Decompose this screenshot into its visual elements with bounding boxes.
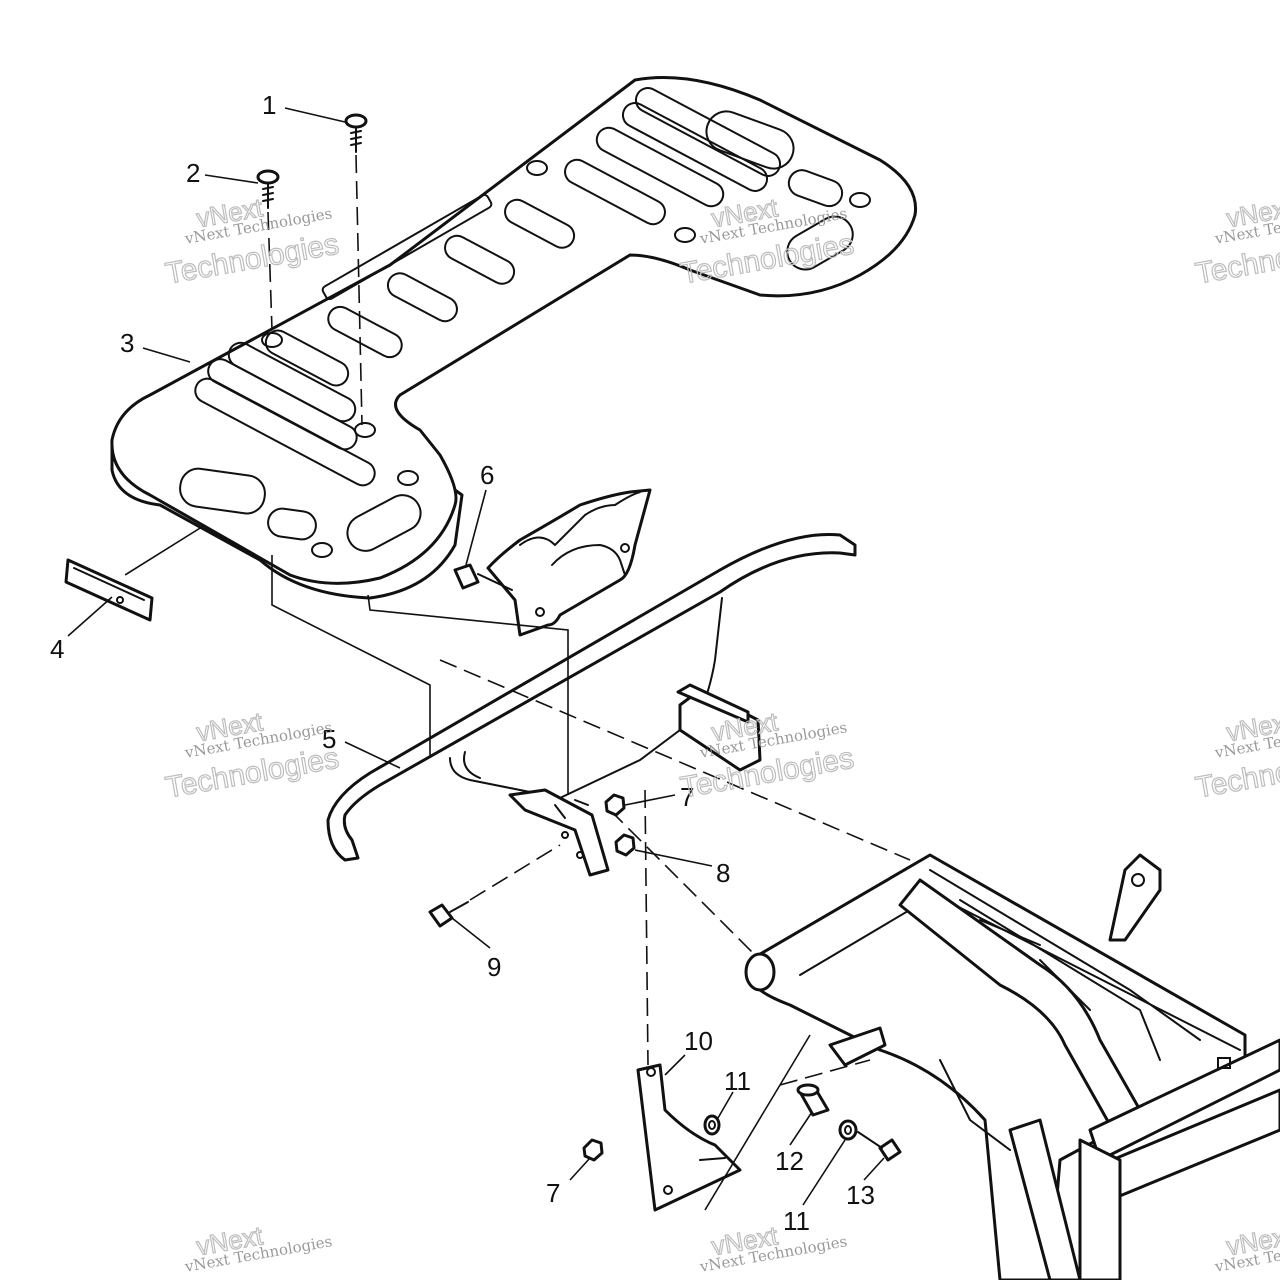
bracket-part-6 xyxy=(486,488,652,637)
screw-2-dashline xyxy=(267,211,273,331)
callout-10: 10 xyxy=(684,1026,713,1056)
callout-6: 6 xyxy=(480,460,494,490)
bolt-9-dashline xyxy=(469,844,561,901)
nut-part-7-upper xyxy=(604,793,626,817)
screw-part-2 xyxy=(256,169,280,209)
reflector-leader xyxy=(124,524,206,576)
callout-12: 12 xyxy=(775,1146,804,1176)
callout-leaders xyxy=(67,107,885,1206)
callout-4: 4 xyxy=(50,634,64,664)
bracket-10-dashline xyxy=(644,789,649,1066)
rack-slots xyxy=(179,87,854,552)
nut-part-7-lower xyxy=(582,1138,604,1162)
rack-holes xyxy=(261,160,871,558)
rear-rack-part-3 xyxy=(110,76,918,600)
bracket-part-10 xyxy=(636,1063,742,1212)
watermark-group: vNext vNext Technologies Technologies vN… xyxy=(163,192,1280,1276)
chassis-frame xyxy=(744,853,1280,1280)
bolt-part-9 xyxy=(428,901,469,928)
bolt-part-6 xyxy=(453,563,513,591)
callout-11-upper: 11 xyxy=(724,1066,751,1096)
callout-2: 2 xyxy=(186,158,200,188)
callout-9: 9 xyxy=(487,952,501,982)
rack-mount-line-left xyxy=(271,555,431,755)
callout-7-upper: 7 xyxy=(680,782,694,812)
nut-part-11-upper xyxy=(703,1114,721,1136)
frame-leader-10 xyxy=(704,1034,811,1211)
nut-part-11-lower xyxy=(838,1119,858,1141)
bolt-part-13 xyxy=(857,1131,902,1162)
spacer-dashline xyxy=(779,1059,871,1086)
callout-labels: 1 2 3 4 5 6 7 8 9 10 11 12 7 11 13 xyxy=(50,90,875,1236)
callout-1: 1 xyxy=(262,90,276,120)
callout-5: 5 xyxy=(322,724,336,754)
callout-8: 8 xyxy=(716,858,730,888)
screw-part-1 xyxy=(344,113,368,153)
spacer-part-12 xyxy=(796,1083,830,1117)
callout-3: 3 xyxy=(120,328,134,358)
rack-mount-line-right xyxy=(367,594,569,795)
callout-7-lower: 7 xyxy=(546,1178,560,1208)
frame-dashline-1 xyxy=(439,659,911,861)
bumper-part-5 xyxy=(326,532,857,877)
callout-11-lower: 11 xyxy=(783,1206,810,1236)
reflector-part-4 xyxy=(64,558,154,622)
screw-1-dashline xyxy=(355,154,363,426)
nut-part-8 xyxy=(614,833,636,857)
frame-dashline-2 xyxy=(609,809,761,961)
callout-13: 13 xyxy=(846,1180,875,1210)
